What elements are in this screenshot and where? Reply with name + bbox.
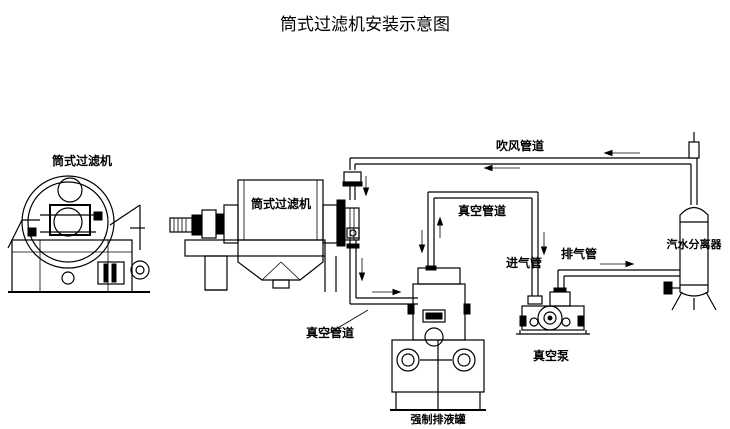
vacuum-pipe-top-label: 真空管道 [458, 203, 506, 218]
blow-pipe-label: 吹风管道 [496, 138, 544, 153]
vacuum-pump-label: 真空泵 [533, 348, 569, 363]
forced-discharge-tank [390, 267, 486, 411]
vacuum-pipe-bottom-label: 真空管道 [306, 325, 354, 340]
exhaust-pipe-label: 排气管 [561, 246, 597, 261]
side-view-filter [7, 175, 150, 293]
separator-label: 汽水分离器 [667, 237, 723, 251]
drum-filter [169, 179, 360, 292]
inlet-pipe-label: 进气管 [506, 255, 542, 270]
separator [663, 206, 717, 311]
blow-pipe [342, 132, 700, 205]
drum-filter-label: 筒式过滤机 [251, 196, 311, 211]
vacuum-pipe-bottom [325, 240, 418, 336]
vacuum-pipe-top [418, 191, 548, 292]
forced-tank-label: 强制排液罐 [411, 412, 466, 426]
diagram-title: 筒式过滤机安装示意图 [280, 15, 450, 35]
vacuum-pump [516, 270, 590, 335]
side-view-label: 筒式过滤机 [52, 153, 112, 168]
exhaust-pipe [558, 260, 680, 277]
